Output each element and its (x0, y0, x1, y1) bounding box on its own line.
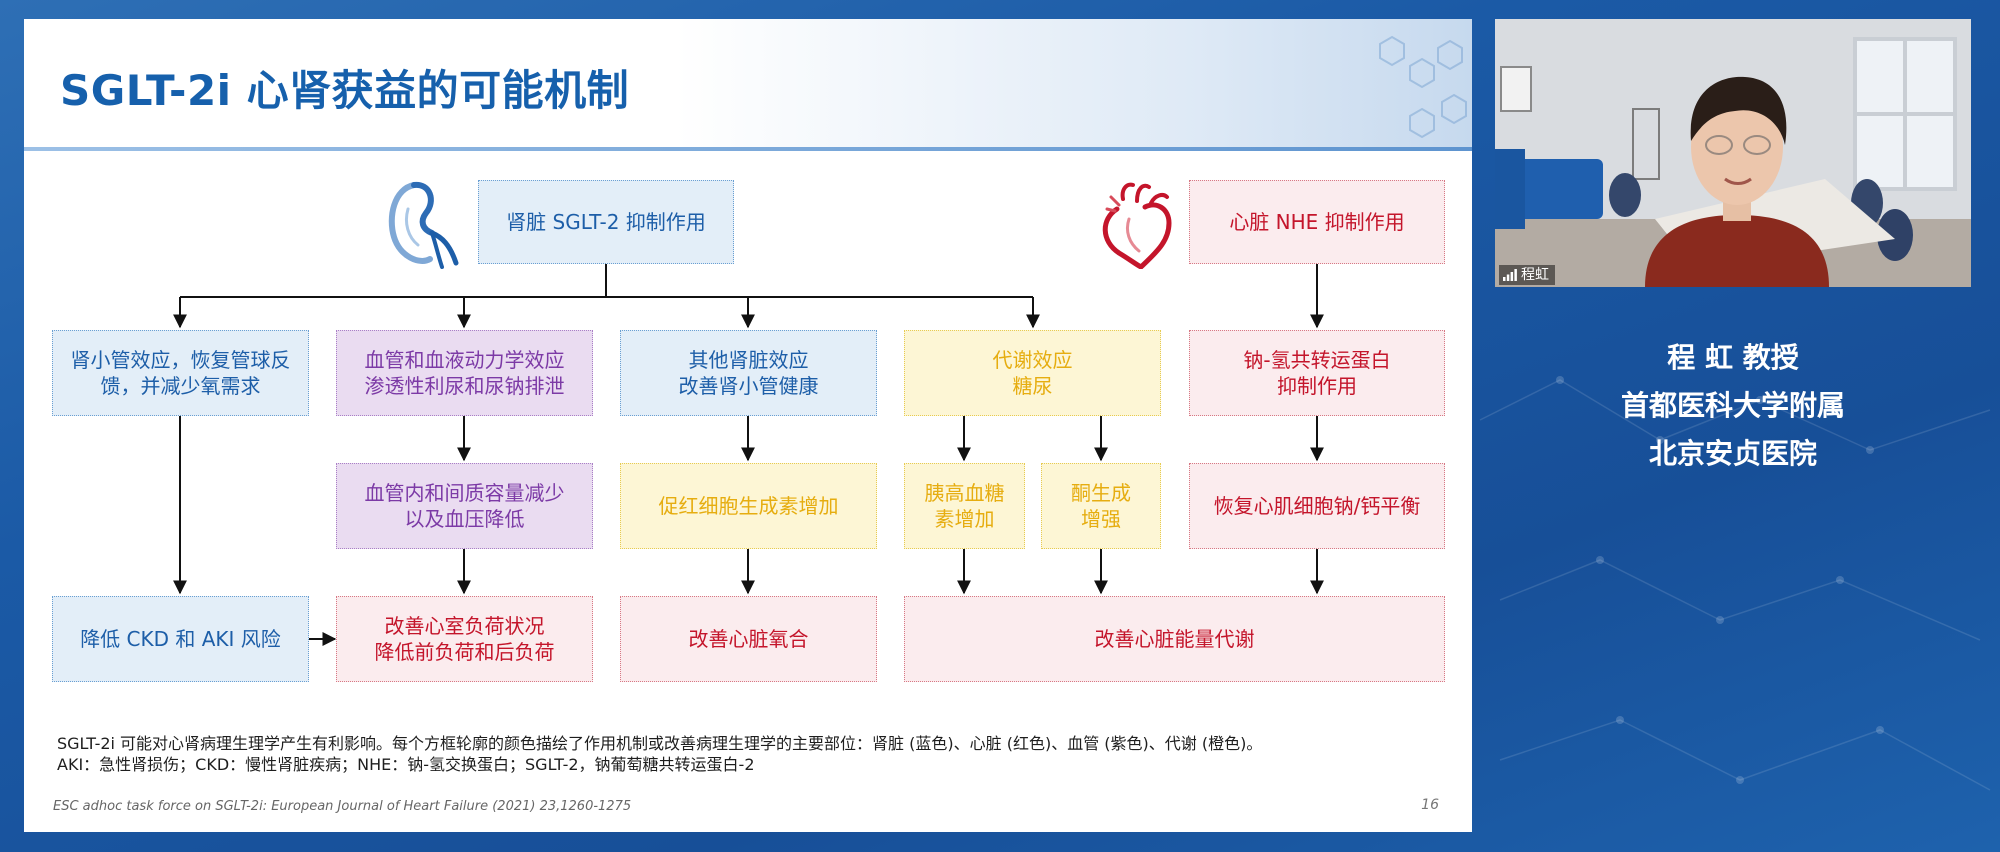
ventricular-load-box: 改善心室负荷状况 降低前负荷和后负荷 (336, 596, 593, 682)
presentation-slide: SGLT-2i 心肾获益的可能机制 (24, 19, 1472, 832)
metabolic-effect-box: 代谢效应 糖尿 (904, 330, 1161, 416)
slide-header (24, 19, 1472, 149)
node-label: 改善心脏氧合 (688, 627, 809, 651)
citation: ESC adhoc task force on SGLT-2i: Europea… (53, 799, 632, 814)
diagram-connectors (173, 264, 1324, 646)
slide-number: 16 (1421, 797, 1439, 813)
caption-line: AKI：急性肾损伤；CKD：慢性肾脏疾病；NHE：钠-氢交换蛋白；SGLT-2，… (57, 755, 755, 774)
tubular-effect-box: 肾小管效应，恢复管球反 馈，并减少氧需求 (52, 330, 309, 416)
video-feed (1495, 19, 1971, 287)
node-label: 其他肾脏效应 (688, 348, 809, 372)
renal-sglt2-box: 肾脏 SGLT-2 抑制作用 (478, 180, 734, 264)
node-label: 降低 CKD 和 AKI 风险 (80, 627, 281, 651)
node-label: 素增加 (934, 507, 995, 531)
speaker-video-tile[interactable]: 程虹 (1495, 19, 1971, 287)
node-label: 胰高血糖 (924, 481, 1005, 505)
kidney-icon (388, 181, 459, 269)
erythropoietin-box: 促红细胞生成素增加 (620, 463, 877, 549)
slide-title: SGLT-2i 心肾获益的可能机制 (60, 66, 630, 115)
node-label: 改善心室负荷状况 (384, 614, 545, 638)
slide-caption: SGLT-2i 可能对心肾病理生理学产生有利影响。每个方框轮廓的颜色描绘了作用机… (57, 733, 1262, 775)
node-label: 改善肾小管健康 (678, 374, 819, 398)
node-label: 酮生成 (1071, 481, 1131, 505)
node-label: 抑制作用 (1277, 374, 1357, 398)
medical-hexagon-decoration-icon (1379, 35, 1467, 139)
node-label: 血管和血液动力学效应 (364, 348, 565, 372)
participant-name: 程虹 (1521, 267, 1549, 283)
ketogenesis-box: 酮生成 增强 (1041, 463, 1161, 549)
node-label: 馈，并减少氧需求 (100, 374, 261, 398)
presenter-name: 程 虹 教授 (1667, 341, 1799, 374)
sodium-calcium-balance-box: 恢复心肌细胞钠/钙平衡 (1189, 463, 1445, 549)
nhe-transport-box: 钠-氢共转运蛋白 抑制作用 (1189, 330, 1445, 416)
node-label: 血管内和间质容量减少 (364, 481, 565, 505)
node-label: 肾小管效应，恢复管球反 (70, 348, 291, 372)
ckd-aki-risk-box: 降低 CKD 和 AKI 风险 (52, 596, 309, 682)
node-label: 渗透性利尿和尿钠排泄 (364, 374, 565, 398)
node-label: 代谢效应 (992, 348, 1073, 372)
node-label: 肾脏 SGLT-2 抑制作用 (506, 210, 706, 234)
glucagon-box: 胰高血糖 素增加 (904, 463, 1025, 549)
caption-line: SGLT-2i 可能对心肾病理生理学产生有利影响。每个方框轮廓的颜色描绘了作用机… (57, 734, 1263, 753)
node-label: 增强 (1081, 507, 1121, 531)
header-divider (24, 147, 1472, 151)
presenter-info: 程 虹 教授 首都医科大学附属 北京安贞医院 (1495, 334, 1971, 478)
cardiac-energy-box: 改善心脏能量代谢 (904, 596, 1445, 682)
signal-strength-icon (1503, 269, 1517, 281)
presenter-affiliation: 北京安贞医院 (1648, 437, 1817, 470)
heart-icon (1102, 182, 1172, 269)
node-label: 降低前负荷和后负荷 (374, 640, 555, 664)
hemodynamic-effect-box: 血管和血液动力学效应 渗透性利尿和尿钠排泄 (336, 330, 593, 416)
other-renal-effect-box: 其他肾脏效应 改善肾小管健康 (620, 330, 877, 416)
node-label: 心脏 NHE 抑制作用 (1229, 210, 1405, 234)
presenter-affiliation: 首都医科大学附属 (1620, 389, 1845, 422)
node-label: 恢复心肌细胞钠/钙平衡 (1213, 494, 1421, 518)
node-label: 糖尿 (1012, 374, 1053, 398)
participant-name-tag: 程虹 (1499, 265, 1555, 285)
node-label: 钠-氢共转运蛋白 (1243, 348, 1391, 372)
node-label: 促红细胞生成素增加 (658, 494, 839, 518)
node-label: 改善心脏能量代谢 (1094, 627, 1255, 651)
cardiac-oxygenation-box: 改善心脏氧合 (620, 596, 877, 682)
cardiac-nhe-box: 心脏 NHE 抑制作用 (1189, 180, 1445, 264)
volume-reduction-box: 血管内和间质容量减少 以及血压降低 (336, 463, 593, 549)
node-label: 以及血压降低 (404, 507, 525, 531)
